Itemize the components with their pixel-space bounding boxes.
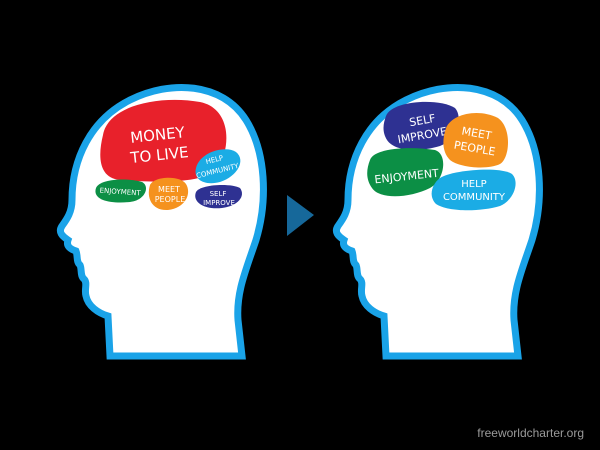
blob-help-community: HELP COMMUNITY	[431, 169, 516, 211]
enjoyment-label: ENJOYMENT	[99, 187, 141, 198]
help-label: HELP	[461, 179, 486, 190]
meet-label: PEOPLE	[155, 195, 186, 204]
blob-meet-people: MEET PEOPLE	[148, 177, 189, 211]
meet-label: MEET	[158, 185, 180, 194]
blob-help-community: HELP COMMUNITY	[195, 149, 241, 184]
help-label: COMMUNITY	[443, 192, 506, 203]
money-label: MONEY	[129, 123, 186, 147]
blob-enjoyment: ENJOYMENT	[95, 179, 146, 203]
blob-meet-people: MEET PEOPLE	[443, 113, 508, 168]
blob-money-to-live: MONEY TO LIVE	[100, 99, 227, 182]
arrow-right-icon	[287, 195, 314, 236]
meet-label: MEET	[461, 125, 493, 143]
credit-text: freeworldcharter.org	[477, 426, 584, 440]
blob-self-improve: SELF IMPROVE	[195, 184, 242, 209]
head-before: MONEY TO LIVE HELP COMMUNITY ENJOYMENT M…	[60, 87, 263, 356]
head-after: SELF IMPROVE MEET PEOPLE ENJOYMENT HELP …	[336, 87, 539, 356]
self-label: SELF	[210, 190, 227, 198]
blob-self-improve: SELF IMPROVE	[383, 101, 459, 150]
self-label: SELF	[408, 112, 436, 129]
self-label: IMPROVE	[203, 199, 235, 207]
blob-enjoyment: ENJOYMENT	[367, 148, 444, 197]
